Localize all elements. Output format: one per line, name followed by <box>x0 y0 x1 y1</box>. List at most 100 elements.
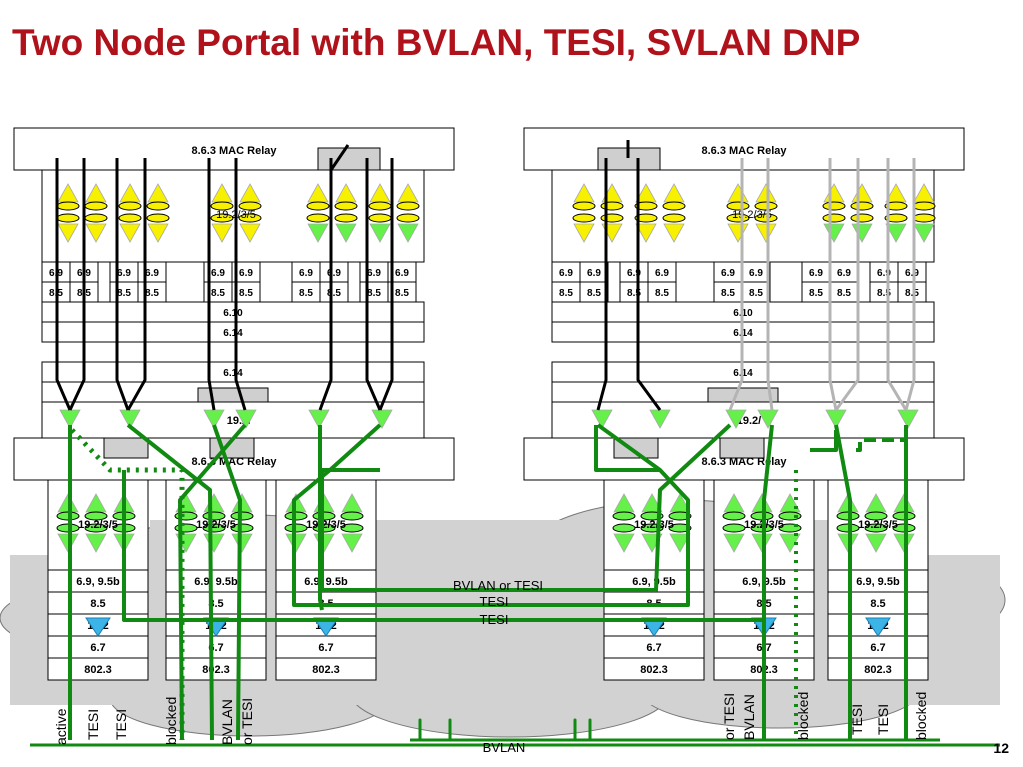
port-label-a: 6.9 <box>367 268 381 279</box>
port-stack-bottom <box>238 213 262 223</box>
port-stack-bottom <box>754 213 778 223</box>
top-grey-box <box>317 147 381 171</box>
port-stack-bottom <box>340 523 364 533</box>
port-label-a: 6.9 <box>587 268 601 279</box>
port-stack-top <box>668 511 692 521</box>
port-stack-top <box>230 511 254 521</box>
clause-6-14-row <box>41 321 425 343</box>
port-stack-top <box>210 201 234 211</box>
port-down-arrow <box>239 223 261 243</box>
black-link <box>115 158 130 411</box>
black-link <box>378 158 394 411</box>
port-stack-bottom <box>118 213 142 223</box>
black-link <box>68 158 86 411</box>
node-isid-label: 19.2/3/5 <box>306 519 346 531</box>
label-tesi: TESI <box>113 709 129 740</box>
port-label-b: 8.5 <box>749 288 763 299</box>
black-link <box>636 158 662 411</box>
port-stack-top <box>84 511 108 521</box>
blocked-path <box>856 438 908 740</box>
port-stack-top <box>572 201 596 211</box>
port-stack-bottom <box>230 523 254 533</box>
port-label-b: 8.5 <box>905 288 919 299</box>
port-down-arrow <box>613 533 635 553</box>
label-tesi: TESI <box>875 704 891 735</box>
port-stack-bottom <box>572 213 596 223</box>
port-label-a: 6.9 <box>299 268 313 279</box>
port-label-b: 8.5 <box>559 288 573 299</box>
port-stack-top <box>612 511 636 521</box>
port-stack-bottom <box>146 213 170 223</box>
isid-row <box>41 401 425 439</box>
port-down-arrow <box>723 533 745 553</box>
port-label-b: 8.5 <box>837 288 851 299</box>
node-isid-label: 19.2/3/5 <box>196 519 236 531</box>
grey-relay-box <box>707 387 779 403</box>
port-down-arrow <box>755 223 777 243</box>
port-down-arrow <box>913 223 935 243</box>
label-blocked: blocked <box>163 697 179 745</box>
cloud-label-bvlan: BVLAN <box>483 740 526 755</box>
port-down-arrow <box>573 223 595 243</box>
port-down-arrow <box>669 533 691 553</box>
port-stack-bottom <box>822 213 846 223</box>
node-row-label: 6.9, 9.5b <box>856 576 900 588</box>
inactive-link <box>828 158 838 411</box>
port-label-b: 8.5 <box>117 288 131 299</box>
port-label-b: 8.5 <box>367 288 381 299</box>
port-down-arrow <box>85 223 107 243</box>
cloud-label-bvlan-or-tesi: BVLAN or TESI <box>453 578 543 593</box>
green-path <box>834 424 852 740</box>
port-label-b: 8.5 <box>395 288 409 299</box>
port-stack-bottom <box>912 213 936 223</box>
port-stack-top <box>340 511 364 521</box>
port-stack-bottom <box>634 213 658 223</box>
port-stack-bottom <box>884 213 908 223</box>
green-path <box>410 718 940 742</box>
node-row-label: 6.7 <box>870 642 885 654</box>
port-stack-top <box>56 201 80 211</box>
port-down-arrow <box>897 409 919 429</box>
port-down-arrow <box>865 533 887 553</box>
clause-6-14-label-lower: 6.14 <box>223 368 243 379</box>
node-row-label: 8.5 <box>90 598 105 610</box>
port-label-b: 8.5 <box>627 288 641 299</box>
port-stack-bottom <box>864 523 888 533</box>
port-stack-top <box>822 201 846 211</box>
port-stack-bottom <box>210 213 234 223</box>
isid-row <box>551 401 935 439</box>
node-row <box>603 657 705 681</box>
port-down-arrow <box>757 409 779 429</box>
port-stack-top <box>600 201 624 211</box>
port-down-arrow <box>663 223 685 243</box>
port-label-b: 8.5 <box>299 288 313 299</box>
mac-relay-bar <box>523 127 965 171</box>
port-down-arrow <box>307 223 329 243</box>
node-row-label: 6.9, 9.5b <box>194 576 238 588</box>
bvlan-marker <box>85 617 111 637</box>
port-label-a: 6.9 <box>145 268 159 279</box>
green-path <box>810 430 838 452</box>
port-down-arrow <box>725 409 747 429</box>
black-link <box>329 144 350 171</box>
port-stack-bottom <box>306 213 330 223</box>
port-stack-bottom <box>396 213 420 223</box>
inactive-link <box>834 158 860 411</box>
port-down-arrow <box>119 409 141 429</box>
port-stack-bottom <box>56 213 80 223</box>
port-label-b: 8.5 <box>655 288 669 299</box>
grey-mac-box <box>719 437 765 459</box>
label-bvlan-or-tesi: or TESI <box>239 698 255 745</box>
black-link <box>318 158 333 411</box>
black-link <box>207 158 216 411</box>
port-label-b: 8.5 <box>877 288 891 299</box>
label-bvlan-or-tesi: BVLAN <box>741 694 757 740</box>
port-label-a: 6.9 <box>877 268 891 279</box>
node-row-label: 6.9, 9.5b <box>76 576 120 588</box>
lower-mac-relay-label: 8.6.3 MAC Relay <box>702 456 788 468</box>
port-label-b: 8.5 <box>587 288 601 299</box>
port-label-a: 6.9 <box>559 268 573 279</box>
inactive-link <box>886 158 908 411</box>
port-label-a: 6.9 <box>837 268 851 279</box>
